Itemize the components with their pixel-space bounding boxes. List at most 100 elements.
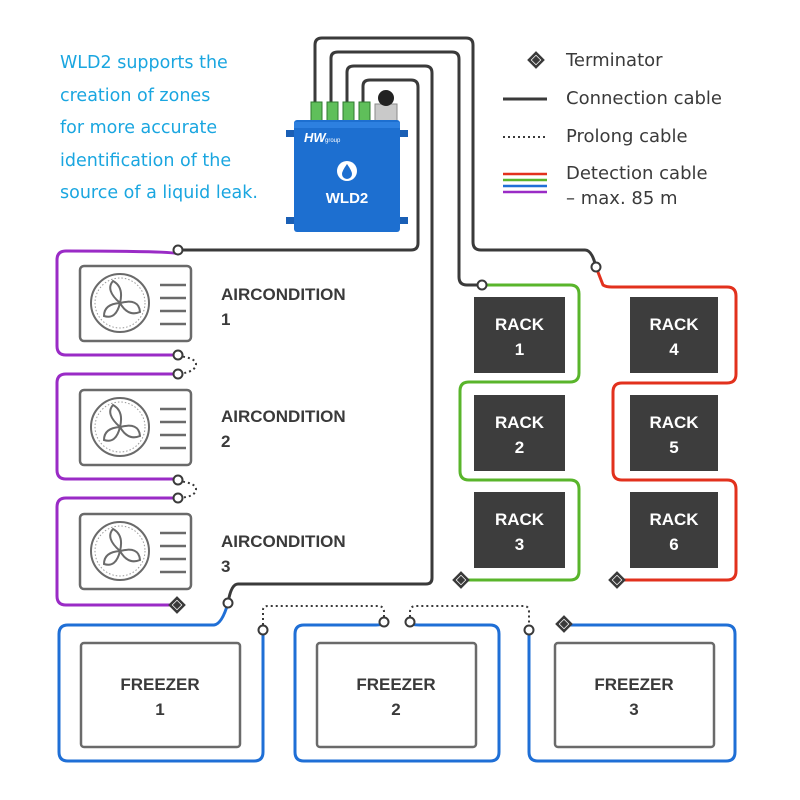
freezer-number: 2 (391, 700, 400, 719)
prolong-ac1-ac2 (177, 355, 198, 375)
prolong-ac2-ac3 (177, 480, 198, 499)
freezer-label: FREEZER (594, 675, 673, 694)
rack-label: RACK (649, 510, 699, 529)
terminator-icon (608, 571, 626, 589)
detection-cable-purple (55, 249, 180, 607)
connection-cables (178, 36, 598, 604)
legend-prolong-label: Prolong cable (566, 126, 688, 147)
aircondition-number: 2 (221, 432, 230, 451)
freezer-box (79, 641, 242, 749)
connector-ring (172, 349, 184, 361)
intro-line: source of a liquid leak. (60, 183, 258, 203)
rack-label: RACK (649, 413, 699, 432)
connector-ring (590, 261, 602, 273)
connector-ring (172, 244, 184, 256)
cable-to-freezer1 (226, 64, 434, 604)
freezer-box (315, 641, 478, 749)
terminator-icon (452, 571, 470, 589)
rack-label: RACK (495, 510, 545, 529)
connector-ring (172, 492, 184, 504)
intro-line: for more accurate (60, 118, 218, 138)
terminal-block (326, 101, 339, 123)
legend-connection-label: Connection cable (566, 88, 722, 109)
rack-number: 2 (515, 438, 524, 457)
device-top-edge (294, 122, 400, 128)
connector-ring (476, 279, 488, 291)
device-name: WLD2 (326, 190, 369, 207)
rack-label: RACK (649, 315, 699, 334)
terminator-icon (168, 596, 186, 614)
mounting-tab (400, 217, 408, 224)
freezer-number: 3 (629, 700, 638, 719)
intro-line: identification of the (60, 150, 232, 171)
rack-number: 5 (669, 438, 678, 457)
freezer-box (553, 641, 716, 749)
connector-ring (172, 474, 184, 486)
aircondition-number: 1 (221, 310, 230, 329)
mounting-tab (400, 130, 408, 137)
connector-ring (257, 624, 269, 636)
legend-detection-label: Detection cable (566, 163, 708, 184)
droplet-icon (342, 164, 352, 179)
aircondition-number: 3 (221, 557, 230, 576)
cable-connectors (172, 244, 602, 636)
detection-cable-blue (57, 602, 737, 763)
connector-ring (172, 368, 184, 380)
rack-box (630, 492, 718, 568)
terminal-block (310, 101, 323, 123)
prolong-cables (177, 355, 530, 630)
intro-text: WLD2 supports the creation of zones for … (60, 47, 300, 210)
freezer-label: FREEZER (356, 675, 435, 694)
racks: RACK 1 RACK 2 RACK 3 RACK 4 RACK 5 RACK … (474, 297, 718, 568)
terminal-block (342, 101, 355, 123)
blue-loop-freezer2 (293, 621, 501, 763)
purple-loop-ac3 (55, 496, 178, 607)
sensor-socket (374, 103, 398, 123)
rack-box (474, 492, 565, 568)
terminal-block (358, 101, 371, 123)
freezer-label: FREEZER (120, 675, 199, 694)
sensor-knob (378, 90, 394, 106)
wld2-device: HW group WLD2 (286, 90, 408, 232)
intro-line: WLD2 supports the (60, 53, 228, 73)
rack-label: RACK (495, 413, 545, 432)
legend-terminator-label: Terminator (566, 50, 663, 71)
purple-loop-ac2 (55, 372, 178, 481)
intro-line: creation of zones (60, 85, 211, 106)
aircondition-unit (78, 512, 193, 591)
aircondition-unit (78, 388, 193, 467)
aircondition-label: AIRCONDITION (221, 285, 346, 304)
rack-number: 3 (515, 535, 524, 554)
blue-loop-freezer3 (527, 623, 737, 763)
aircondition-label: AIRCONDITION (221, 532, 346, 551)
connector-ring (378, 616, 390, 628)
rack-box (630, 297, 718, 373)
mounting-tab (286, 130, 294, 137)
connector-ring (222, 597, 234, 609)
rack-box (630, 395, 718, 471)
detection-cable-red (594, 266, 738, 582)
rack-number: 4 (669, 340, 679, 359)
rack-number: 1 (515, 340, 524, 359)
prolong-freezer1-freezer2 (262, 605, 385, 630)
rack-label: RACK (495, 315, 545, 334)
legend-detection-max-label: – max. 85 m (566, 188, 678, 209)
connector-ring (404, 616, 416, 628)
rack-number: 6 (669, 535, 678, 554)
cable-to-rack4 (313, 36, 598, 268)
aircondition-units: AIRCONDITION 1 AIRCONDITION 2 AIRCONDITI… (78, 264, 346, 591)
cable-to-aircondition1 (178, 78, 420, 252)
terminator-icon (555, 615, 573, 633)
rack-box (474, 395, 565, 471)
aircondition-unit (78, 264, 193, 343)
freezer-number: 1 (155, 700, 164, 719)
mounting-tab (286, 217, 294, 224)
device-brand-sub: group (325, 138, 341, 144)
blue-loop-freezer1 (57, 602, 265, 763)
aircondition-label: AIRCONDITION (221, 407, 346, 426)
device-brand: HW (304, 130, 327, 145)
detection-cable-green (458, 283, 581, 582)
cable-to-rack1 (329, 50, 482, 287)
rack-box (474, 297, 565, 373)
